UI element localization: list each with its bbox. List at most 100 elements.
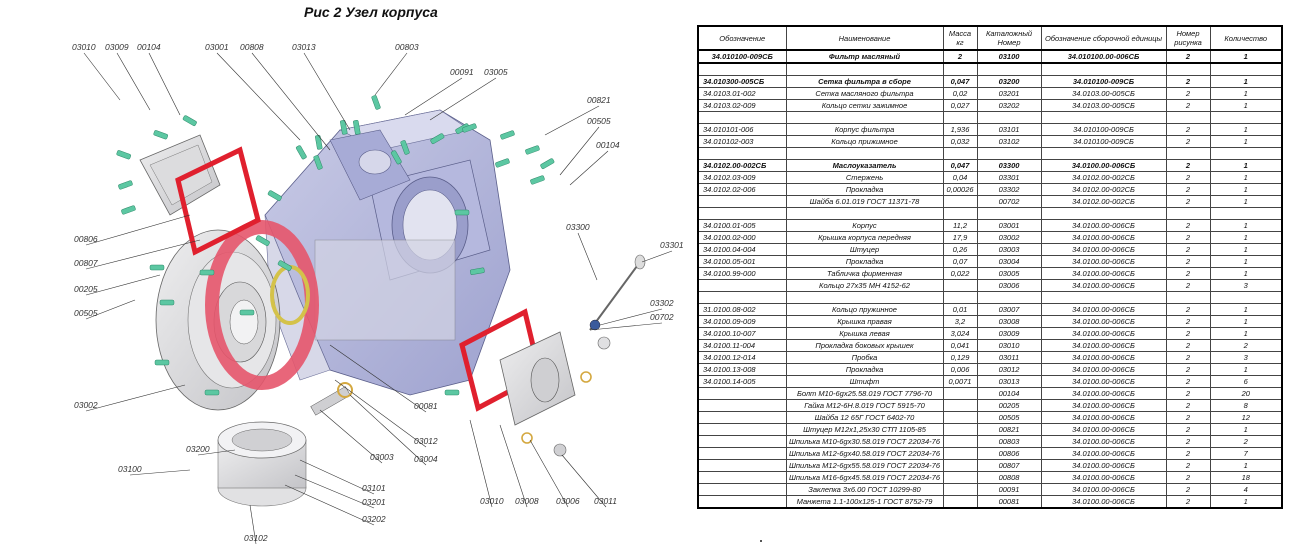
cell-quantity: 1 xyxy=(1209,255,1283,268)
cell-mass: 0,01 xyxy=(942,303,978,316)
cell-designation: 34.0100.11-004 xyxy=(697,339,787,352)
cell-mass: 0,02 xyxy=(942,87,978,100)
table-header-row: Обозначение Наименование Масса кг Катало… xyxy=(697,25,1283,51)
cell-mass: 0,027 xyxy=(942,99,978,112)
callout-leader-line xyxy=(561,454,607,508)
cell-figure: 2 xyxy=(1165,195,1211,208)
cell-figure: 2 xyxy=(1165,75,1211,88)
cell-quantity: 1 xyxy=(1209,123,1283,136)
cell-designation xyxy=(697,62,787,76)
cell-catalog-number: 00091 xyxy=(976,483,1042,496)
callout-leader-line xyxy=(197,449,236,456)
cell-catalog-number: 03301 xyxy=(976,171,1042,184)
cell-mass xyxy=(942,111,978,124)
cell-catalog-number: 03302 xyxy=(976,183,1042,196)
cell-mass: 17,9 xyxy=(942,231,978,244)
cell-catalog-number: 00821 xyxy=(976,423,1042,436)
callout-leader-line xyxy=(251,52,331,151)
cell-figure: 2 xyxy=(1165,87,1211,100)
cell-assembly xyxy=(1040,147,1167,160)
cell-mass xyxy=(942,147,978,160)
header-designation: Обозначение xyxy=(697,25,787,51)
cell-designation: 34.0100.13-008 xyxy=(697,363,787,376)
cell-catalog-number: 03001 xyxy=(976,219,1042,232)
cell-mass xyxy=(942,62,978,76)
callout-label: 03201 xyxy=(362,497,386,507)
cell-designation: 31.0100.08-002 xyxy=(697,303,787,316)
cell-designation xyxy=(697,471,787,484)
cell-name: Кольцо сетки зажимное xyxy=(785,99,944,112)
callout-leader-line xyxy=(85,274,161,296)
table-row xyxy=(697,147,1283,160)
cell-name: Шпилька М12-6gх55.58.019 ГОСТ 22034-76 xyxy=(785,459,944,472)
cell-mass xyxy=(942,411,978,424)
callout-leader-line xyxy=(349,394,427,466)
cell-name: Кольцо пружинное xyxy=(785,303,944,316)
cell-catalog-number: 00806 xyxy=(976,447,1042,460)
cell-designation: 34.0100.04-004 xyxy=(697,243,787,256)
cell-mass: 3,024 xyxy=(942,327,978,340)
cell-assembly: 34.0100.00-006СБ xyxy=(1040,279,1167,292)
cell-catalog-number: 03102 xyxy=(976,135,1042,148)
cell-figure xyxy=(1165,62,1211,76)
cell-name: Штуцер xyxy=(785,243,944,256)
callout-label: 03009 xyxy=(105,42,129,52)
stud-bolt xyxy=(462,123,477,133)
cell-designation: 34.0100.05-001 xyxy=(697,255,787,268)
cell-quantity: 1 xyxy=(1209,183,1283,196)
cell-name: Табличка фирменная xyxy=(785,267,944,280)
callout-label: 03202 xyxy=(362,514,386,524)
cell-figure: 2 xyxy=(1165,159,1211,172)
callout-label: 00807 xyxy=(74,258,98,268)
callout-label: 03008 xyxy=(515,496,539,506)
cell-assembly xyxy=(1040,291,1167,304)
cell-quantity: 7 xyxy=(1209,447,1283,460)
cell-assembly: 34.0100.00-006СБ xyxy=(1040,495,1167,509)
cell-mass: 11,2 xyxy=(942,219,978,232)
cell-mass: 0,04 xyxy=(942,171,978,184)
stud-bolt xyxy=(267,190,282,202)
cell-mass xyxy=(942,387,978,400)
callout-leader-line xyxy=(85,299,136,320)
stud-bolt xyxy=(540,158,555,170)
cell-designation xyxy=(697,435,787,448)
cell-designation: 34.010300-005СБ xyxy=(697,75,787,88)
cell-name: Пробка xyxy=(785,351,944,364)
cell-name xyxy=(785,62,944,76)
cell-designation: 34.010101-006 xyxy=(697,123,787,136)
callout-leader-line xyxy=(129,469,191,476)
cell-name xyxy=(785,291,944,304)
cell-quantity: 18 xyxy=(1209,471,1283,484)
callout-label: 00104 xyxy=(137,42,161,52)
cell-assembly: 34.0100.00-006СБ xyxy=(1040,399,1167,412)
stud-bolt xyxy=(315,134,323,150)
callout-leader-line xyxy=(529,439,569,508)
cell-name: Шпилька М16-6gх45.58.019 ГОСТ 22034-76 xyxy=(785,471,944,484)
cell-catalog-number: 03011 xyxy=(976,351,1042,364)
cell-name: Прокладка боковых крышек xyxy=(785,339,944,352)
right-cover xyxy=(499,331,576,426)
cell-quantity xyxy=(1209,291,1283,304)
cell-designation: 34.0100.09-009 xyxy=(697,315,787,328)
callout-label: 03010 xyxy=(72,42,96,52)
cell-name: Кольцо прижимное xyxy=(785,135,944,148)
cell-designation xyxy=(697,411,787,424)
cell-assembly: 34.0102.00-002СБ xyxy=(1040,195,1167,208)
cell-designation: 34.0100.14-005 xyxy=(697,375,787,388)
cell-figure xyxy=(1165,207,1211,220)
cell-figure: 2 xyxy=(1165,303,1211,316)
cell-designation xyxy=(697,399,787,412)
cell-name: Фильтр масляный xyxy=(785,49,944,64)
cell-name xyxy=(785,147,944,160)
cell-assembly: 34.0100.00-006СБ xyxy=(1040,387,1167,400)
cell-mass xyxy=(942,423,978,436)
cell-quantity: 1 xyxy=(1209,303,1283,316)
callout-label: 03010 xyxy=(480,496,504,506)
cell-figure: 2 xyxy=(1165,435,1211,448)
